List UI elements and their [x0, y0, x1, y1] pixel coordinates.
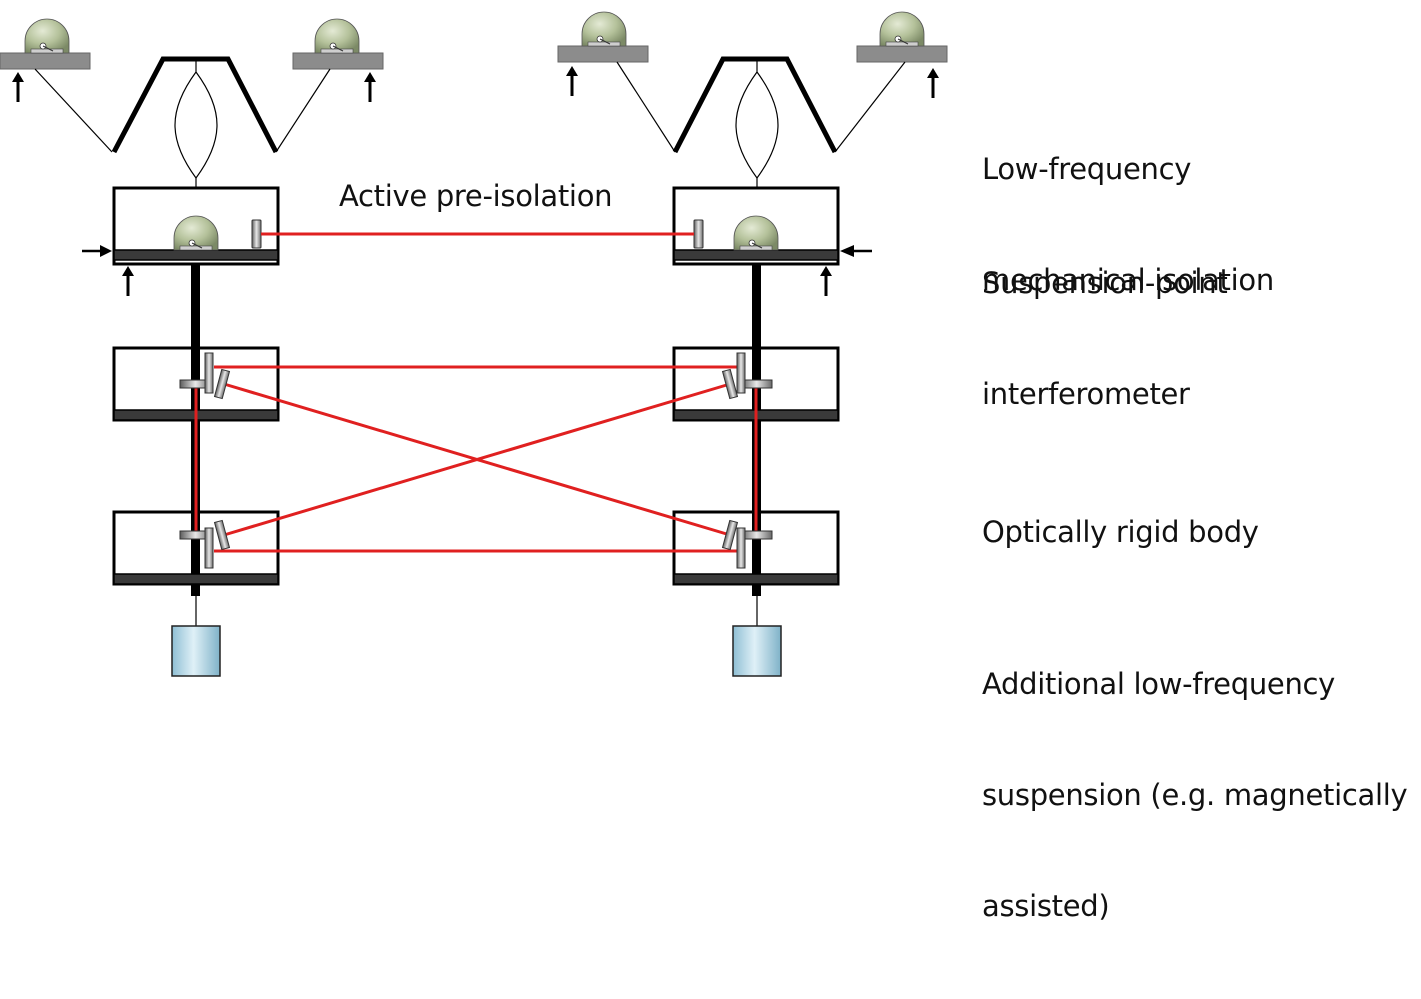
mass-right	[732, 625, 782, 677]
mirror	[721, 519, 739, 551]
beam-splitter	[740, 379, 773, 389]
platform-top-right-b	[856, 45, 948, 63]
mirror	[721, 368, 739, 400]
laser-beams-rigid-body	[194, 365, 758, 553]
arrow-up-icon	[818, 264, 834, 298]
seismometer-icon	[314, 18, 360, 54]
platform-top-left-b	[292, 52, 384, 70]
beam-splitter	[740, 530, 773, 540]
sp-box-left	[82, 186, 280, 298]
seismometer-icon	[733, 215, 779, 251]
platform-top-left-a	[0, 52, 91, 70]
label-active-preisolation: Active pre-isolation	[339, 179, 613, 213]
mirror	[693, 219, 704, 249]
platform-top-right-a	[557, 45, 649, 63]
mirror	[213, 519, 231, 551]
mirror	[204, 352, 214, 394]
label-suspension-point-interferometer: Suspension-point interferometer	[982, 266, 1228, 411]
arrow-up-icon	[564, 64, 580, 98]
wire-loop-left	[174, 59, 218, 180]
mirror	[251, 219, 262, 249]
arrow-up-icon	[10, 70, 26, 104]
preisolation-right	[557, 11, 948, 188]
seismometer-icon	[173, 215, 219, 251]
label-optically-rigid-body: Optically rigid body	[982, 515, 1259, 549]
preisolation-left	[0, 18, 384, 188]
label-low-frequency-isolation: Low-frequency mechanical isolation	[982, 152, 1274, 297]
wire-loop-right	[735, 59, 779, 180]
seismometer-icon	[879, 11, 925, 47]
mirror	[213, 368, 231, 400]
arrow-up-icon	[120, 264, 136, 298]
arrow-up-icon	[925, 66, 941, 100]
sp-box-right	[672, 186, 872, 298]
arrow-left-icon	[840, 245, 854, 257]
optics	[179, 352, 773, 569]
arrow-right-icon	[100, 245, 112, 257]
mirror	[204, 527, 214, 569]
mass-left	[171, 625, 221, 677]
arrow-up-icon	[362, 70, 378, 104]
suspension-diagram	[0, 11, 948, 677]
blade-spring-right	[672, 56, 838, 154]
seismometer-icon	[24, 18, 70, 54]
mirror	[736, 527, 746, 569]
mirror	[736, 352, 746, 394]
label-additional-suspension: Additional low-frequency suspension (e.g…	[982, 667, 1408, 923]
diagram: Active pre-isolation Low-frequency mecha…	[0, 11, 1408, 923]
seismometer-icon	[581, 11, 627, 47]
